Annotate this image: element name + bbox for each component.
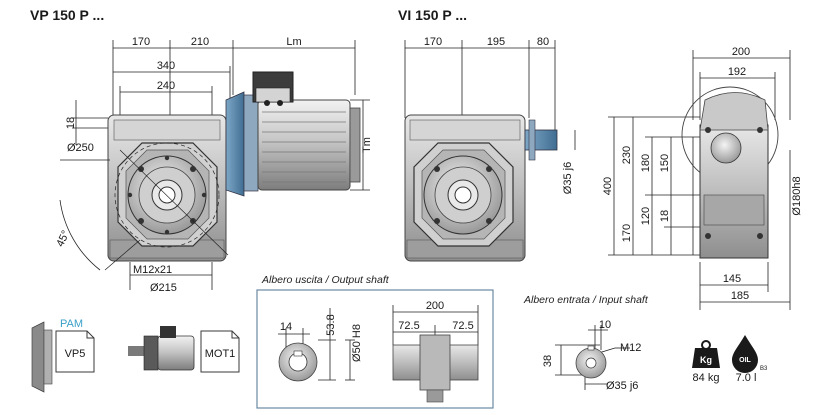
dim-out-72-5-b: 72.5 [452,320,473,332]
weight-icon: Kg [692,340,720,368]
dim-s-400: 400 [602,177,614,195]
title-vp: VP 150 P ... [30,7,105,23]
dim-vi-80: 80 [537,36,549,48]
dim-s-145: 145 [723,273,741,285]
pam-value: VP5 [65,348,86,360]
pam-flange-icon [31,321,53,393]
dim-vp-170: 170 [132,36,150,48]
dim-s-185: 185 [731,290,749,302]
dim-vp-210: 210 [191,36,209,48]
oil-icon-sub: B3 [760,366,768,372]
output-shaft-caption: Albero uscita / Output shaft [261,274,390,286]
dim-vp-tm: Tm [361,137,373,153]
input-shaft-caption: Albero entrata / Input shaft [523,294,649,306]
oil-drop-icon: OIL B3 [732,335,768,373]
dim-s-150: 150 [659,154,671,172]
weight-icon-text: Kg [700,355,712,365]
dim-s-180h8: Ø180h8 [791,176,803,215]
dim-vp-lm: Lm [286,36,301,48]
dim-in-35j6: Ø35 j6 [606,380,638,392]
dim-out-53-8: 53.8 [325,314,337,335]
side-view-drawing [608,50,791,310]
dim-vi-170: 170 [424,36,442,48]
dim-s-200: 200 [732,46,750,58]
mot-document-icon [200,330,240,373]
dim-out-50h8: Ø50 H8 [351,324,363,362]
vp-gearbox-drawing [59,40,370,290]
dim-vp-240: 240 [157,80,175,92]
dim-in-38: 38 [542,355,554,367]
dim-out-200: 200 [426,300,444,312]
dim-s-192: 192 [728,66,746,78]
dim-s-18: 18 [659,210,671,222]
dim-s-170: 170 [621,224,633,242]
pam-document-icon [55,330,95,373]
motor-icon [128,326,195,371]
dim-vp-250: Ø250 [67,142,94,154]
dim-in-m12: M12 [620,342,641,354]
dim-vi-35j6: Ø35 j6 [562,162,574,194]
output-shaft-drawing [278,305,479,403]
dim-vp-215: Ø215 [150,282,177,294]
dim-vp-18: 18 [65,117,77,129]
dim-out-14: 14 [280,321,292,333]
title-vi: VI 150 P ... [398,7,468,23]
mot-value: MOT1 [205,348,236,360]
vi-gearbox-drawing [404,40,576,262]
pam-label: PAM [60,318,83,330]
oil-icon-text: OIL [739,357,751,364]
dim-s-120: 120 [640,207,652,225]
dim-out-72-5-a: 72.5 [398,320,419,332]
input-shaft-drawing [555,325,630,390]
oil-value: 7.0 l [736,372,757,384]
dim-vi-195: 195 [487,36,505,48]
dim-s-180: 180 [640,154,652,172]
dim-vp-m12x21: M12x21 [133,264,172,276]
weight-value: 84 kg [693,372,720,384]
dim-in-10: 10 [599,319,611,331]
dim-vp-340: 340 [157,60,175,72]
dim-s-230: 230 [621,146,633,164]
